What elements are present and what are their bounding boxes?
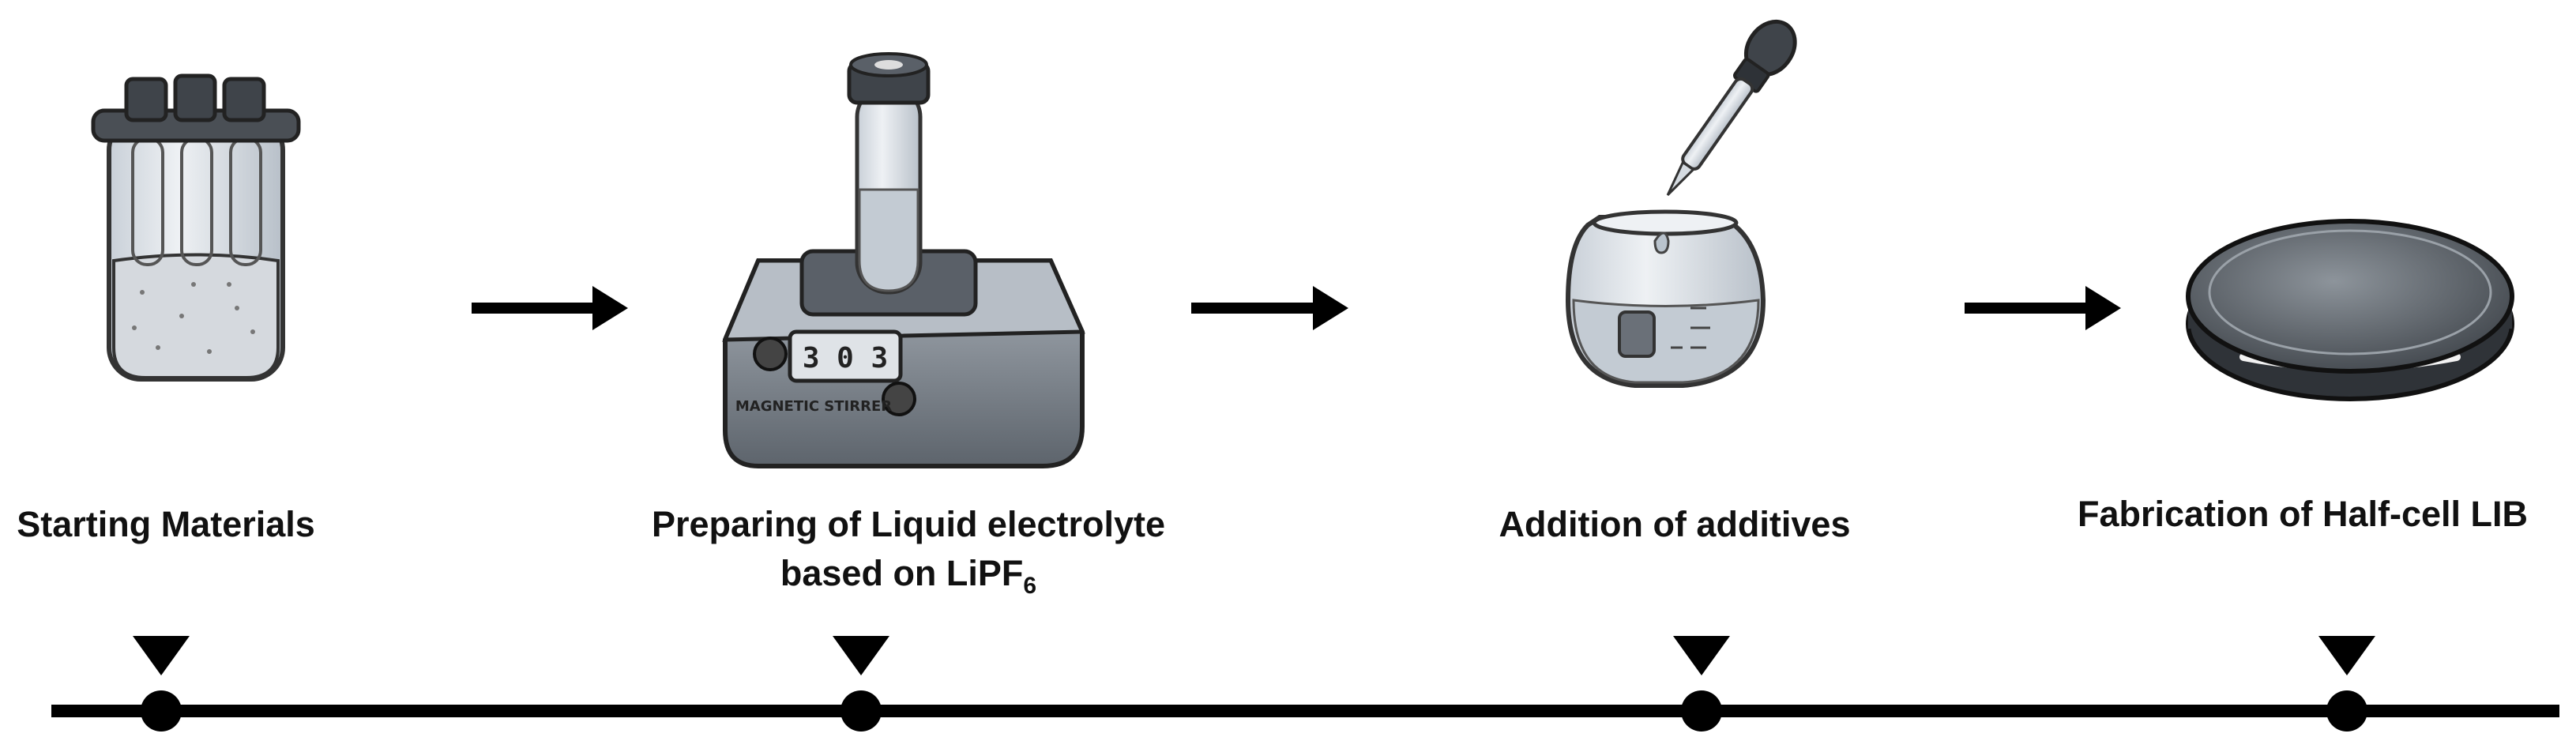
beaker-dropper-icon	[1565, 19, 1797, 388]
arrow-right-icon	[1191, 286, 1348, 330]
timeline-marker-1	[133, 636, 190, 732]
timeline-marker-4	[2318, 636, 2375, 732]
step-label-preparing-electrolyte: Preparing of Liquid electrolyte based on…	[624, 500, 1193, 598]
step-label-line-2-subscript: 6	[1023, 573, 1037, 599]
step-label-line-1: Preparing of Liquid electrolyte	[651, 504, 1166, 544]
timeline-marker-2	[833, 636, 889, 732]
step-label-line-2-prefix: based on LiPF	[780, 553, 1024, 593]
coin-cell-icon	[2186, 219, 2514, 401]
step-label-fabrication-half-cell: Fabrication of Half-cell LIB	[2077, 494, 2529, 534]
stirrer-display-readout: 3 0 3	[803, 342, 888, 374]
stirrer-brand-label: MAGNETIC STIRRER	[735, 398, 892, 415]
arrow-right-icon	[472, 286, 628, 330]
step-label-line-2: based on LiPF6	[624, 549, 1193, 598]
sealed-vial-container-icon	[91, 73, 301, 382]
magnetic-stirrer-test-tube-icon: 3 0 3 MAGNETIC STIRRER	[722, 52, 1085, 468]
step-label-addition-additives: Addition of additives	[1499, 504, 1851, 544]
step-label-starting-materials: Starting Materials	[17, 504, 315, 544]
timeline	[51, 636, 2559, 732]
timeline-marker-3	[1673, 636, 1730, 732]
arrow-right-icon	[1965, 286, 2121, 330]
